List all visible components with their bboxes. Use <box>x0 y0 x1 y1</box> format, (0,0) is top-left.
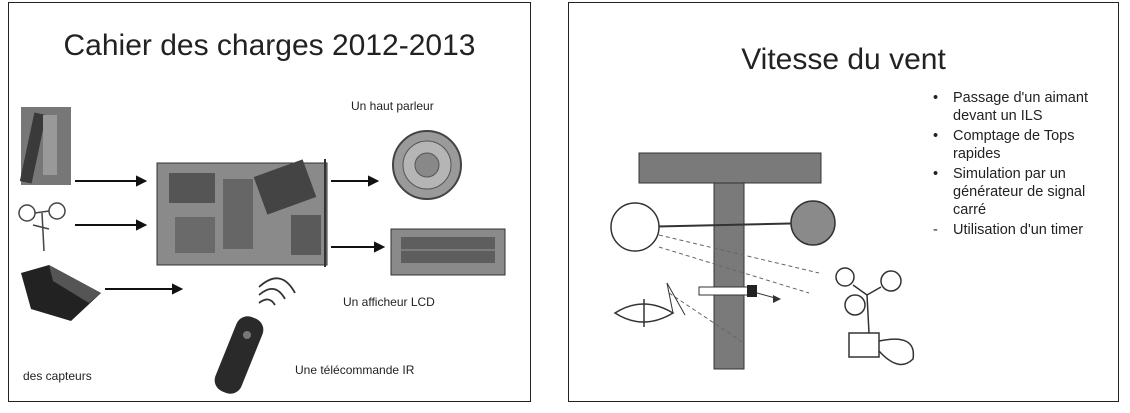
label-lcd: Un afficheur LCD <box>343 295 435 309</box>
ir-waves-icon <box>259 278 295 305</box>
wind-vane-sensor-image <box>20 107 71 185</box>
bullet-list: •Passage d'un aimant devant un ILS •Comp… <box>931 89 1111 241</box>
label-speaker: Un haut parleur <box>351 99 434 113</box>
magnet-disc <box>615 299 673 327</box>
bullet-item: •Simulation par un générateur de signal … <box>931 165 1111 219</box>
label-remote: Une télécommande IR <box>295 363 414 377</box>
anemometer-photo <box>836 268 913 364</box>
label-sensors: des capteurs <box>23 369 92 383</box>
mast-t-shape <box>639 153 821 369</box>
slide1-illustrations <box>9 3 532 403</box>
speaker-image <box>393 131 461 199</box>
leader-lines <box>667 283 685 315</box>
bullet-item: •Comptage de Tops rapides <box>931 127 1111 163</box>
slide-cahier-des-charges: Cahier des charges 2012-2013 <box>8 2 531 402</box>
output-arrows <box>331 177 383 251</box>
ir-remote-image <box>211 313 267 398</box>
anemometer-sensor-image <box>19 203 65 251</box>
lcd-display-image <box>391 229 505 275</box>
slide-vitesse-du-vent: Vitesse du vent <box>568 2 1119 402</box>
rain-gauge-sensor-image <box>21 265 101 321</box>
bullet-item: •Passage d'un aimant devant un ILS <box>931 89 1111 125</box>
microcontroller-board-image <box>157 159 327 267</box>
bullet-item: -Utilisation d'un timer <box>931 221 1111 239</box>
